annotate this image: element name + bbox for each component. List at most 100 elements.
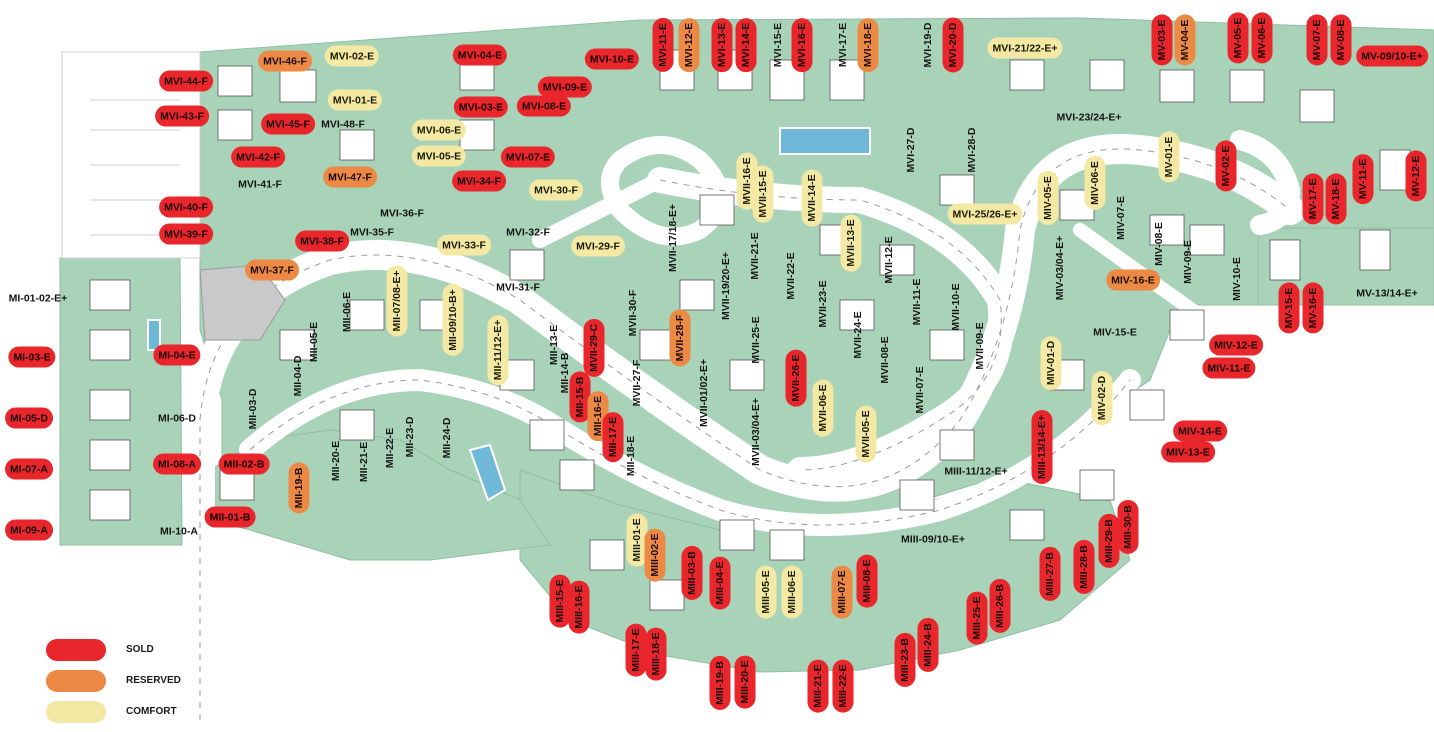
unit-label-miv-07-e[interactable]: MIV-07-E — [1115, 196, 1127, 240]
unit-label-mii-20-e[interactable]: MII-20-E — [330, 440, 342, 482]
unit-label-mvi-25-26-e[interactable]: MVI-25/26-E+ — [947, 203, 1023, 225]
unit-label-miii-26-b[interactable]: MIII-26-B — [989, 579, 1011, 633]
unit-label-mvi-03-e[interactable]: MVI-03-E — [453, 96, 509, 118]
unit-label-miv-09-e[interactable]: MIV-09-E — [1182, 240, 1194, 284]
unit-label-miv-06-e[interactable]: MIV-06-E — [1084, 156, 1106, 210]
unit-label-mvi-12-e[interactable]: MVI-12-E — [678, 17, 700, 73]
unit-label-mvii-01-02-e[interactable]: MVII-01/02-E+ — [698, 359, 710, 427]
unit-label-mv-04-e[interactable]: MV-04-E — [1174, 14, 1196, 66]
unit-label-mvi-29-f[interactable]: MVI-29-F — [571, 235, 625, 257]
unit-label-miii-28-b[interactable]: MIII-28-B — [1073, 540, 1095, 594]
unit-label-miii-13-14-e[interactable]: MIII-13/14-E+ — [1031, 410, 1053, 484]
unit-label-miii-29-b[interactable]: MIII-29-B — [1098, 514, 1120, 568]
unit-label-mvi-19-d[interactable]: MVI-19-D — [922, 22, 934, 68]
unit-label-mi-01-02-e[interactable]: MI-01-02-E+ — [8, 292, 68, 304]
unit-label-mvii-13-e[interactable]: MVII-13-E — [840, 214, 862, 272]
unit-label-mv-09-10-e[interactable]: MV-09/10-E+ — [1356, 45, 1428, 67]
unit-label-miii-19-b[interactable]: MIII-19-B — [709, 656, 731, 710]
unit-label-mvii-15-e[interactable]: MVII-15-E — [752, 165, 774, 223]
unit-label-mvi-37-f[interactable]: MVI-37-F — [245, 259, 299, 281]
unit-label-mv-05-e[interactable]: MV-05-E — [1227, 12, 1249, 64]
unit-label-mvii-30-f[interactable]: MVII-30-F — [627, 289, 639, 337]
unit-label-mvi-17-e[interactable]: MVI-17-E — [837, 22, 849, 68]
unit-label-mv-01-e[interactable]: MV-01-E — [1158, 131, 1180, 183]
unit-label-mv-03-e[interactable]: MV-03-E — [1151, 14, 1173, 66]
unit-label-mvi-38-f[interactable]: MVI-38-F — [295, 230, 349, 252]
unit-label-mvi-44-f[interactable]: MVI-44-F — [159, 70, 213, 92]
unit-label-mvi-06-e[interactable]: MVI-06-E — [411, 119, 467, 141]
unit-label-mii-21-e[interactable]: MII-21-E — [358, 441, 370, 483]
unit-label-mvi-28-d[interactable]: MVI-28-D — [966, 127, 978, 173]
unit-label-mvi-36-f[interactable]: MVI-36-F — [380, 207, 424, 219]
unit-label-mvii-19-20-e[interactable]: MVII-19/20-E+ — [720, 252, 732, 320]
unit-label-miv-01-d[interactable]: MIV-01-D — [1040, 335, 1062, 391]
unit-label-mvi-30-f[interactable]: MVI-30-F — [529, 179, 583, 201]
unit-label-mii-19-b[interactable]: MII-19-B — [288, 462, 310, 514]
unit-label-mi-08-a[interactable]: MI-08-A — [153, 453, 201, 475]
unit-label-mvi-16-e[interactable]: MVI-16-E — [791, 17, 813, 73]
unit-label-mii-02-b[interactable]: MII-02-B — [218, 453, 270, 475]
unit-label-mii-01-b[interactable]: MII-01-B — [204, 506, 256, 528]
unit-label-miii-05-e[interactable]: MIII-05-E — [755, 565, 777, 619]
unit-label-mvi-08-e[interactable]: MVI-08-E — [516, 95, 572, 117]
unit-label-mvi-35-f[interactable]: MVI-35-F — [350, 226, 394, 238]
unit-label-mvi-33-f[interactable]: MVI-33-F — [437, 234, 491, 256]
unit-label-mvii-08-e[interactable]: MVII-08-E — [879, 336, 891, 384]
unit-label-miv-16-e[interactable]: MIV-16-E — [1106, 269, 1160, 291]
unit-label-mvii-27-f[interactable]: MVII-27-F — [631, 359, 643, 407]
unit-label-miv-12-e[interactable]: MIV-12-E — [1209, 334, 1263, 356]
unit-label-mvii-24-e[interactable]: MVII-24-E — [852, 311, 864, 359]
unit-label-mv-02-e[interactable]: MV-02-E — [1215, 140, 1237, 192]
unit-label-miii-27-b[interactable]: MIII-27-B — [1039, 547, 1061, 601]
unit-label-mv-16-e[interactable]: MV-16-E — [1302, 282, 1324, 334]
unit-label-miv-14-e[interactable]: MIV-14-E — [1173, 420, 1227, 442]
unit-label-mvii-17-18-e[interactable]: MVII-17/18-E+ — [667, 204, 679, 272]
unit-label-mv-07-e[interactable]: MV-07-E — [1306, 14, 1328, 66]
unit-label-mvi-46-f[interactable]: MVI-46-F — [258, 50, 312, 72]
unit-label-mvii-09-e[interactable]: MVII-09-E — [974, 322, 986, 370]
unit-label-mvii-26-e[interactable]: MVII-26-E — [785, 349, 807, 407]
unit-label-mvii-10-e[interactable]: MVII-10-E — [950, 283, 962, 331]
unit-label-mii-11-12-e[interactable]: MII-11/12-E+ — [487, 314, 509, 386]
unit-label-mii-05-e[interactable]: MII-05-E — [308, 321, 320, 363]
unit-label-mv-12-e[interactable]: MV-12-E — [1405, 150, 1427, 202]
unit-label-miii-17-e[interactable]: MIII-17-E — [625, 623, 647, 677]
unit-label-miii-25-e[interactable]: MIII-25-E — [966, 591, 988, 645]
unit-label-mvii-07-e[interactable]: MVII-07-E — [914, 366, 926, 414]
unit-label-mvii-11-e[interactable]: MVII-11-E — [911, 278, 923, 326]
unit-label-mvii-03-04-e[interactable]: MVII-03/04-E+ — [750, 398, 762, 466]
unit-label-miii-22-e[interactable]: MIII-22-E — [832, 659, 854, 713]
unit-label-mvi-43-f[interactable]: MVI-43-F — [155, 105, 209, 127]
unit-label-mvii-22-e[interactable]: MVII-22-E — [785, 252, 797, 300]
unit-label-mi-09-a[interactable]: MI-09-A — [5, 519, 53, 541]
unit-label-miii-03-b[interactable]: MIII-03-B — [681, 546, 703, 600]
unit-label-miv-05-e[interactable]: MIV-05-E — [1037, 171, 1059, 225]
unit-label-mii-24-d[interactable]: MII-24-D — [441, 417, 453, 459]
unit-label-mvi-01-e[interactable]: MVI-01-E — [327, 89, 383, 111]
unit-label-mi-03-e[interactable]: MI-03-E — [8, 346, 56, 368]
unit-label-mvi-34-f[interactable]: MVI-34-F — [452, 170, 506, 192]
unit-label-mii-22-e[interactable]: MII-22-E — [384, 427, 396, 469]
unit-label-mvi-11-e[interactable]: MVI-11-E — [652, 18, 674, 72]
unit-label-mvii-29-c[interactable]: MVII-29-C — [583, 319, 605, 377]
unit-label-mi-07-a[interactable]: MI-07-A — [5, 458, 53, 480]
unit-label-miv-03-04-e[interactable]: MIV-03/04-E+ — [1054, 235, 1066, 301]
unit-label-miv-13-e[interactable]: MIV-13-E — [1161, 441, 1215, 463]
unit-label-miii-16-e[interactable]: MIII-16-E — [568, 580, 590, 634]
unit-label-mii-04-d[interactable]: MII-04-D — [292, 355, 304, 397]
unit-label-mvii-14-e[interactable]: MVII-14-E — [801, 169, 823, 227]
unit-label-miii-02-e[interactable]: MIII-02-E — [644, 528, 666, 582]
unit-label-mi-06-d[interactable]: MI-06-D — [158, 412, 196, 424]
unit-label-mvii-25-e[interactable]: MVII-25-E — [750, 316, 762, 364]
unit-label-mv-18-e[interactable]: MV-18-E — [1325, 173, 1347, 225]
unit-label-mvi-39-f[interactable]: MVI-39-F — [159, 223, 213, 245]
unit-label-mi-04-e[interactable]: MI-04-E — [153, 344, 201, 366]
unit-label-mvi-04-e[interactable]: MVI-04-E — [452, 44, 508, 66]
unit-label-miv-02-d[interactable]: MIV-02-D — [1091, 370, 1113, 426]
unit-label-miii-04-e[interactable]: MIII-04-E — [709, 556, 731, 610]
unit-label-miii-08-e[interactable]: MIII-08-E — [856, 554, 878, 608]
unit-label-mvi-27-d[interactable]: MVI-27-D — [905, 127, 917, 173]
unit-label-mvi-40-f[interactable]: MVI-40-F — [159, 196, 213, 218]
unit-label-miv-11-e[interactable]: MIV-11-E — [1202, 357, 1256, 379]
unit-label-mi-10-a[interactable]: MI-10-A — [160, 525, 198, 537]
